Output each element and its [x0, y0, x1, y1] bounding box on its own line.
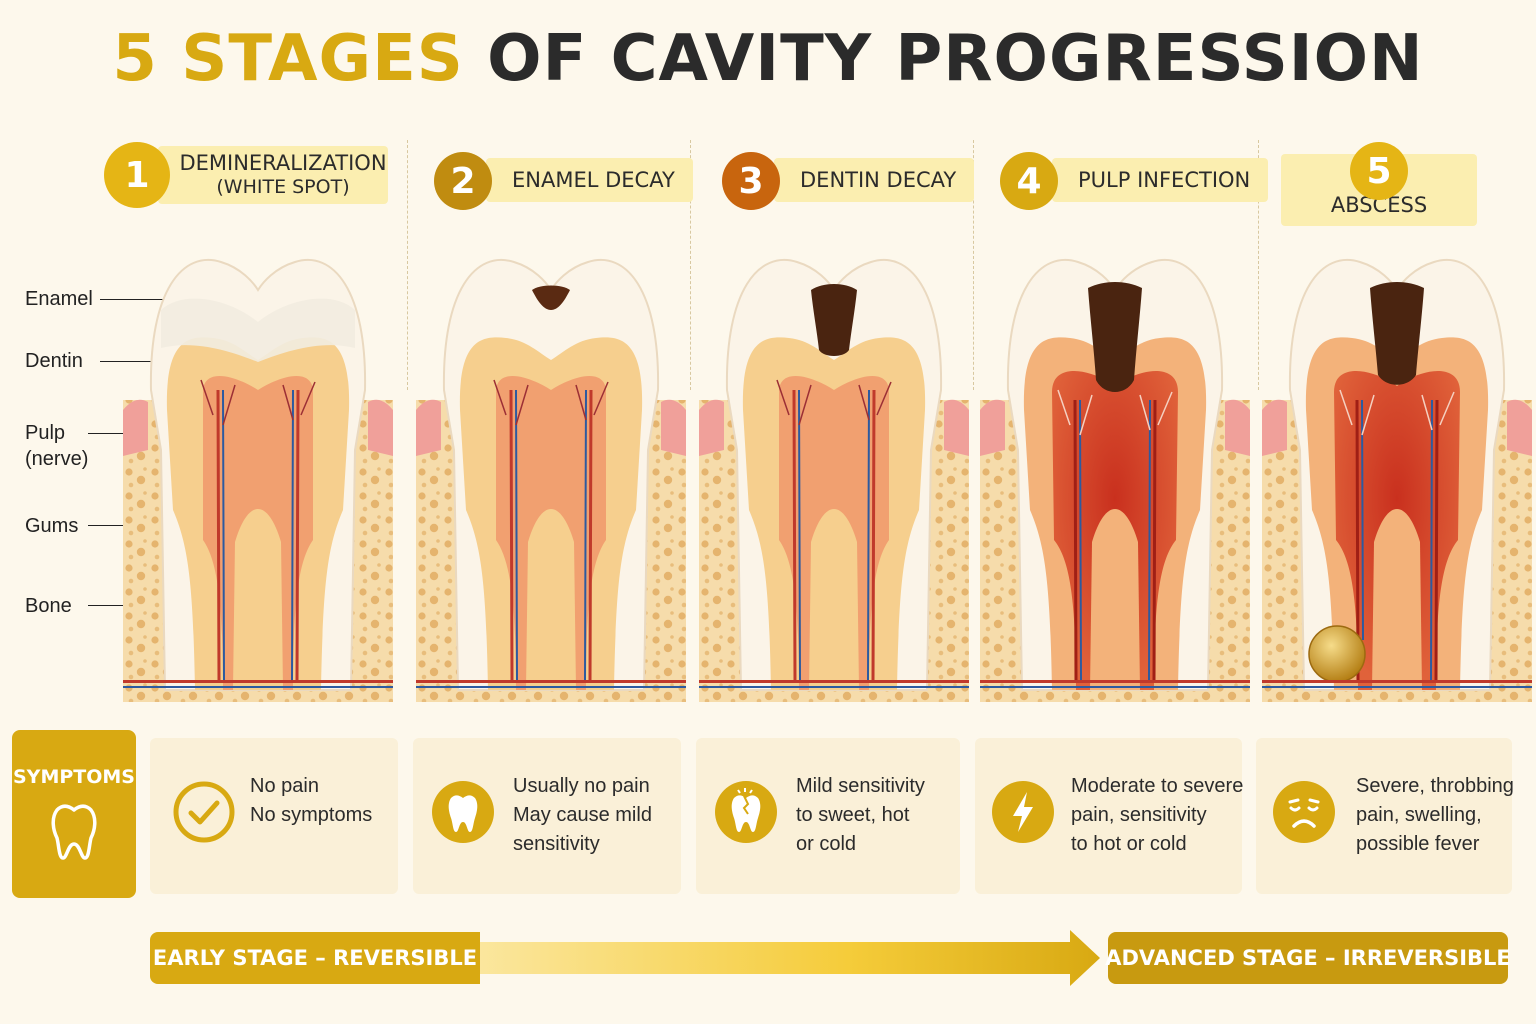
- checkmark-icon: [173, 781, 235, 843]
- symptom-card-stage-5: Severe, throbbing pain, swelling, possib…: [1256, 738, 1514, 894]
- stage-3-badge: 3: [722, 152, 780, 210]
- symptom-line: Usually no pain: [513, 775, 650, 797]
- lightning-icon: [992, 781, 1054, 843]
- title-accent: 5 STAGES: [112, 22, 464, 96]
- leader-line: [88, 525, 148, 526]
- early-stage-label: EARLY STAGE – REVERSIBLE: [152, 946, 478, 970]
- stage-4-title: PULP INFECTION: [1078, 167, 1251, 192]
- symptoms-label: SYMPTOMS: [13, 766, 135, 788]
- label-bone: Bone: [25, 595, 72, 617]
- progress-arrow: [470, 930, 1100, 986]
- symptom-card-stage-2: Usually no pain May cause mild sensitivi…: [413, 738, 681, 894]
- tooth-stage-3-illustration: [699, 259, 969, 702]
- stage-divider: [1258, 140, 1259, 390]
- symptom-line: pain, swelling,: [1356, 804, 1482, 826]
- stage-5-badge: 5: [1350, 142, 1408, 200]
- stage-2-title: ENAMEL DECAY: [512, 167, 675, 192]
- symptom-line: No pain: [250, 775, 319, 797]
- tooth-stage-5-illustration: [1262, 259, 1532, 702]
- stage-divider: [690, 140, 691, 390]
- stage-4-title-pill: PULP INFECTION: [1052, 158, 1269, 202]
- symptom-line: Moderate to severe: [1071, 775, 1244, 797]
- leader-line: [88, 605, 148, 606]
- symptom-text-stage-5: Severe, throbbing pain, swelling, possib…: [1356, 772, 1514, 859]
- cracked-tooth-icon: [715, 781, 777, 843]
- advanced-stage-bar: ADVANCED STAGE – IRREVERSIBLE: [1105, 932, 1511, 984]
- tooth-stage-4-illustration: [980, 259, 1250, 702]
- symptom-line: to sweet, hot: [796, 804, 910, 826]
- advanced-stage-label: ADVANCED STAGE – IRREVERSIBLE: [1105, 946, 1511, 970]
- tooth-outline-icon: [51, 804, 97, 860]
- symptom-card-stage-4: Moderate to severe pain, sensitivity to …: [975, 738, 1243, 894]
- page-title: 5 STAGES OF CAVITY PROGRESSION: [0, 22, 1536, 96]
- leader-line: [100, 361, 182, 362]
- label-gums: Gums: [25, 515, 79, 537]
- symptom-text-stage-3: Mild sensitivity to sweet, hot or cold: [796, 772, 925, 859]
- symptom-line: pain, sensitivity: [1071, 804, 1207, 826]
- stage-2-badge: 2: [434, 152, 492, 210]
- stage-4-badge: 4: [1000, 152, 1058, 210]
- symptoms-tile: SYMPTOMS: [12, 730, 136, 898]
- stage-2-title-pill: ENAMEL DECAY: [486, 158, 693, 202]
- label-dentin: Dentin: [25, 350, 83, 372]
- sad-face-icon: [1273, 781, 1335, 843]
- tooth-stage-1-illustration: [123, 259, 393, 702]
- stage-divider: [973, 140, 974, 390]
- stage-1-title-pill: DEMINERALIZATION (WHITE SPOT): [158, 146, 388, 204]
- symptom-line: Severe, throbbing: [1356, 775, 1514, 797]
- tooth-stage-2-illustration: [416, 259, 686, 702]
- symptom-card-stage-3: Mild sensitivity to sweet, hot or cold: [696, 738, 960, 894]
- label-pulp: Pulp (nerve): [25, 420, 88, 472]
- stage-1-subtitle: (WHITE SPOT): [216, 176, 350, 199]
- symptom-line: to hot or cold: [1071, 833, 1187, 855]
- symptom-line: Mild sensitivity: [796, 775, 925, 797]
- title-rest: OF CAVITY PROGRESSION: [487, 22, 1424, 96]
- symptom-line: No symptoms: [250, 804, 373, 826]
- early-stage-bar: EARLY STAGE – REVERSIBLE: [150, 932, 480, 984]
- stage-divider: [407, 140, 408, 390]
- symptom-card-stage-1: No pain No symptoms: [150, 738, 398, 894]
- stage-3-title: DENTIN DECAY: [800, 167, 957, 192]
- symptom-text-stage-1: No pain No symptoms: [250, 772, 372, 830]
- symptom-line: or cold: [796, 833, 857, 855]
- stage-3-title-pill: DENTIN DECAY: [774, 158, 975, 202]
- stage-1-badge: 1: [104, 142, 170, 208]
- symptom-text-stage-4: Moderate to severe pain, sensitivity to …: [1071, 772, 1243, 859]
- label-pulp-sub: (nerve): [25, 448, 89, 470]
- symptom-line: sensitivity: [513, 833, 600, 855]
- label-pulp-main: Pulp: [25, 422, 66, 444]
- stage-1-title: DEMINERALIZATION: [179, 151, 387, 175]
- label-enamel: Enamel: [25, 288, 93, 310]
- symptom-text-stage-2: Usually no pain May cause mild sensitivi…: [513, 772, 652, 859]
- leader-line: [100, 299, 176, 300]
- symptom-line: possible fever: [1356, 833, 1480, 855]
- symptom-line: May cause mild: [513, 804, 652, 826]
- tooth-icon: [432, 781, 494, 843]
